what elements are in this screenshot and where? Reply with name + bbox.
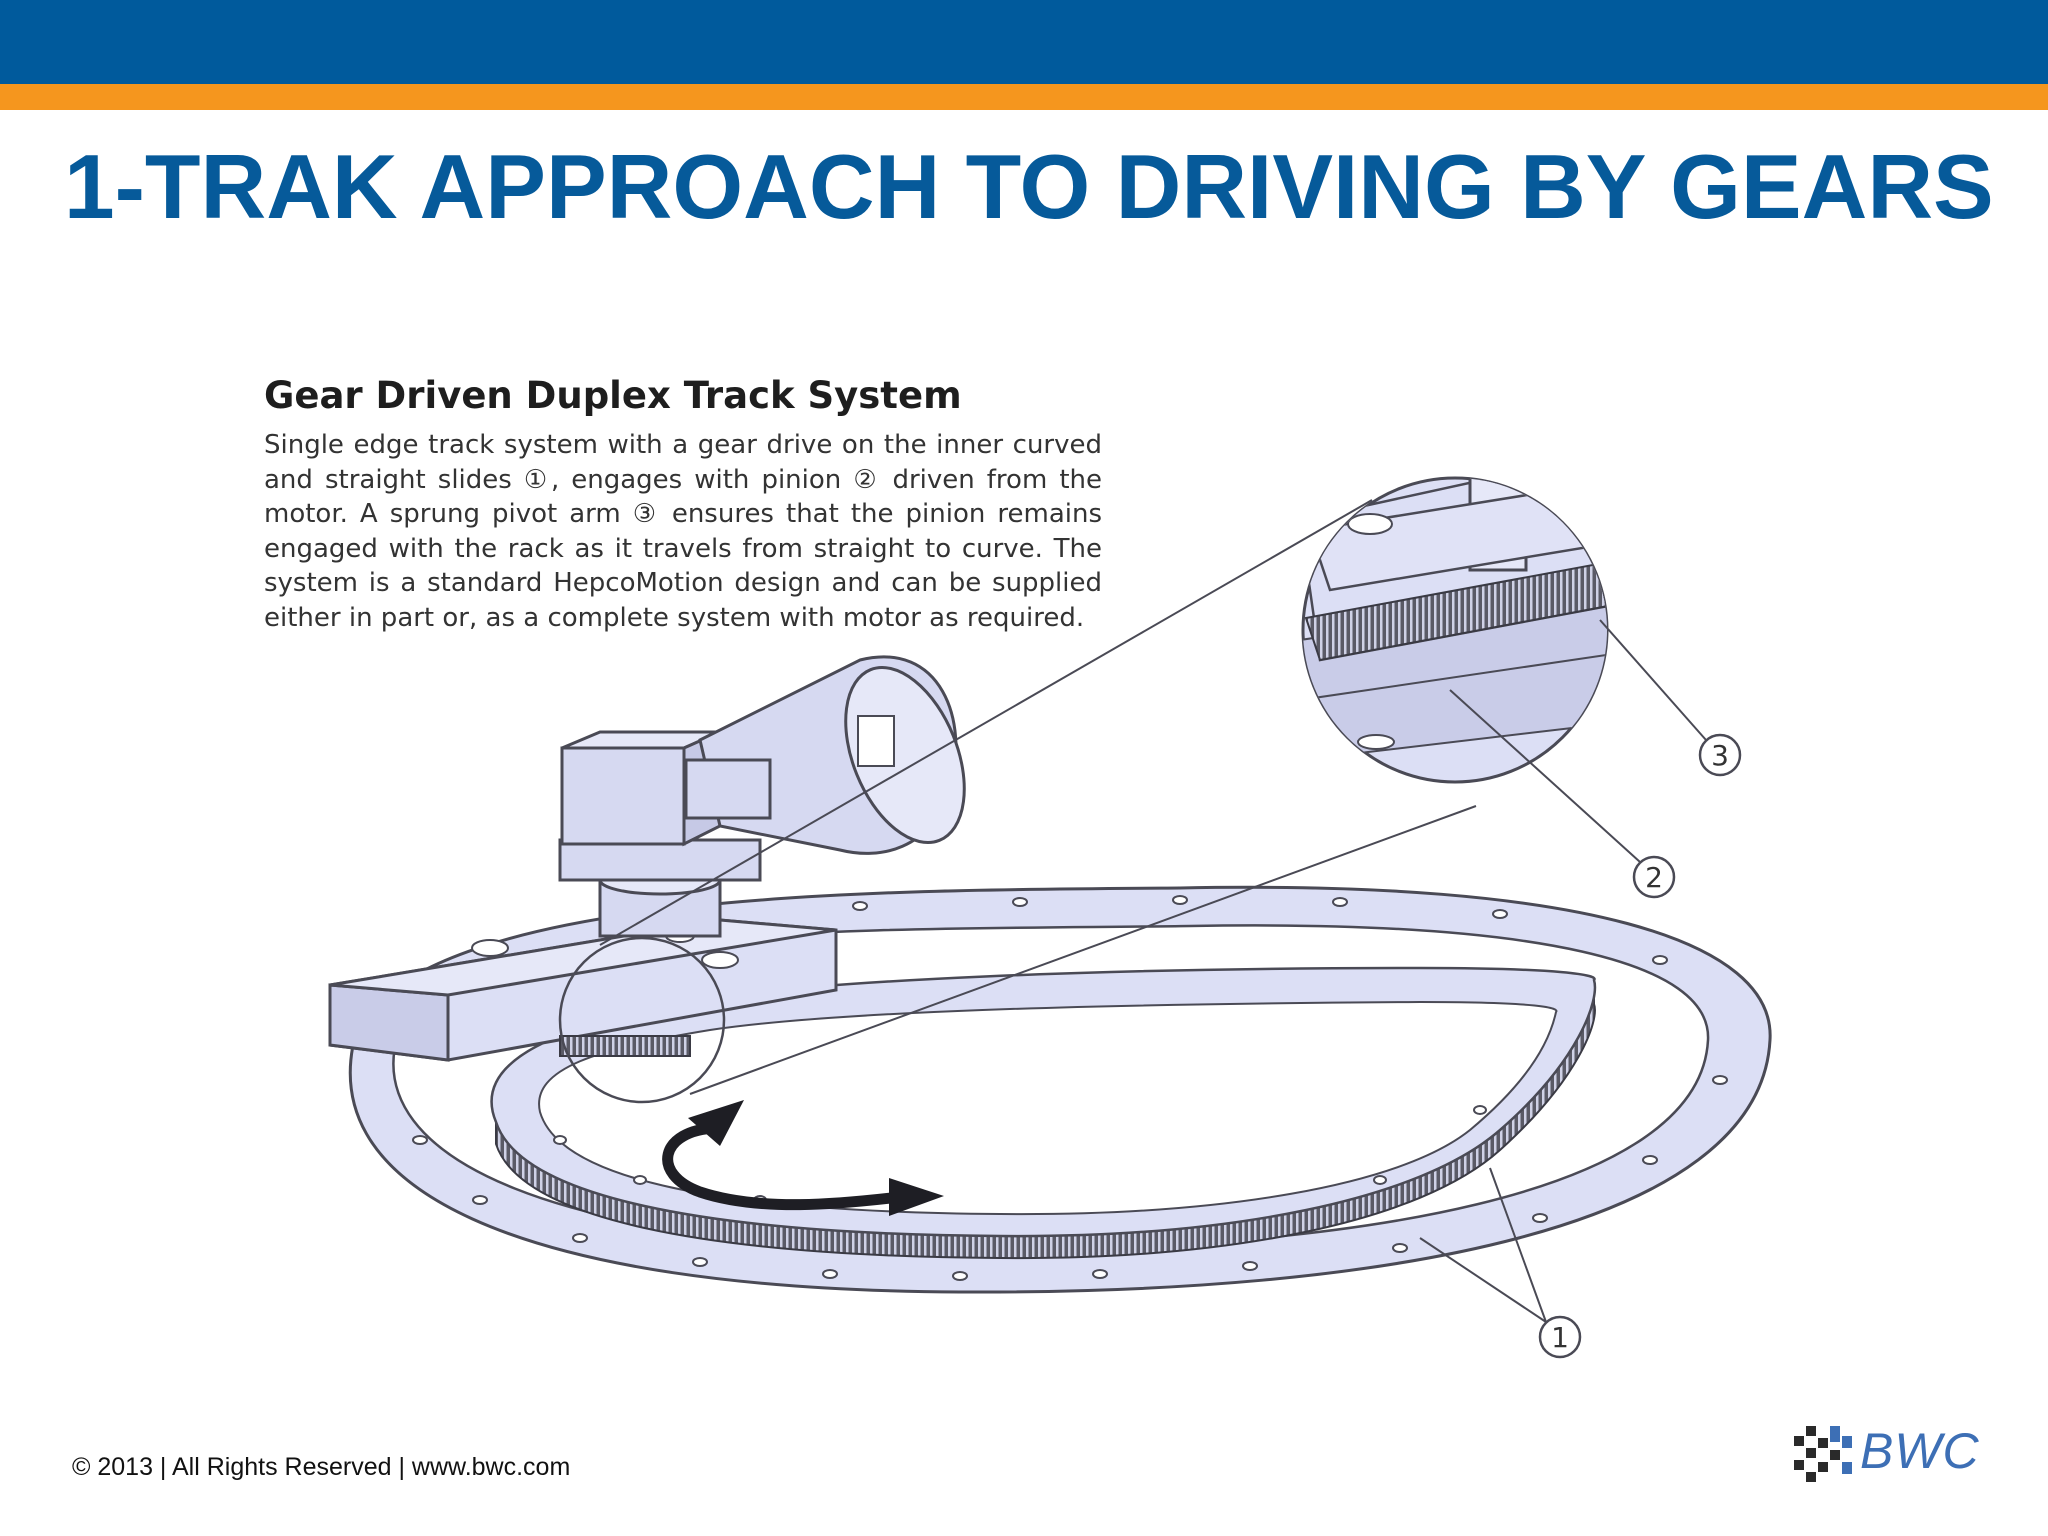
svg-text:3: 3 [1711, 739, 1729, 772]
footer-copyright: © 2013 | All Rights Reserved | www.bwc.c… [72, 1453, 571, 1481]
inner-rack-track [490, 966, 1597, 1260]
callout-2: 2 [1632, 855, 1676, 899]
figure-heading: Gear Driven Duplex Track System [264, 374, 962, 417]
motion-arrow [662, 1100, 944, 1216]
carriage-plate [328, 918, 838, 1062]
motor-assembly [558, 655, 966, 938]
slide-title: 1-TRAK APPROACH TO DRIVING BY GEARS [64, 137, 1994, 238]
callout-1: 1 [1538, 1315, 1582, 1359]
detail-circle [558, 936, 726, 1104]
header-band [0, 0, 2048, 84]
callout-3: 3 [1698, 733, 1742, 777]
bwc-logo-icon [1794, 1426, 1852, 1482]
bwc-logo-text: BWC [1860, 1423, 1980, 1479]
zoom-detail [1301, 476, 1609, 784]
svg-text:2: 2 [1645, 861, 1663, 894]
figure-caption: Single edge track system with a gear dri… [264, 430, 1102, 633]
accent-stripe [0, 84, 2048, 110]
track-system-illustration: 3 2 1 [328, 476, 1772, 1359]
svg-text:1: 1 [1551, 1321, 1569, 1354]
